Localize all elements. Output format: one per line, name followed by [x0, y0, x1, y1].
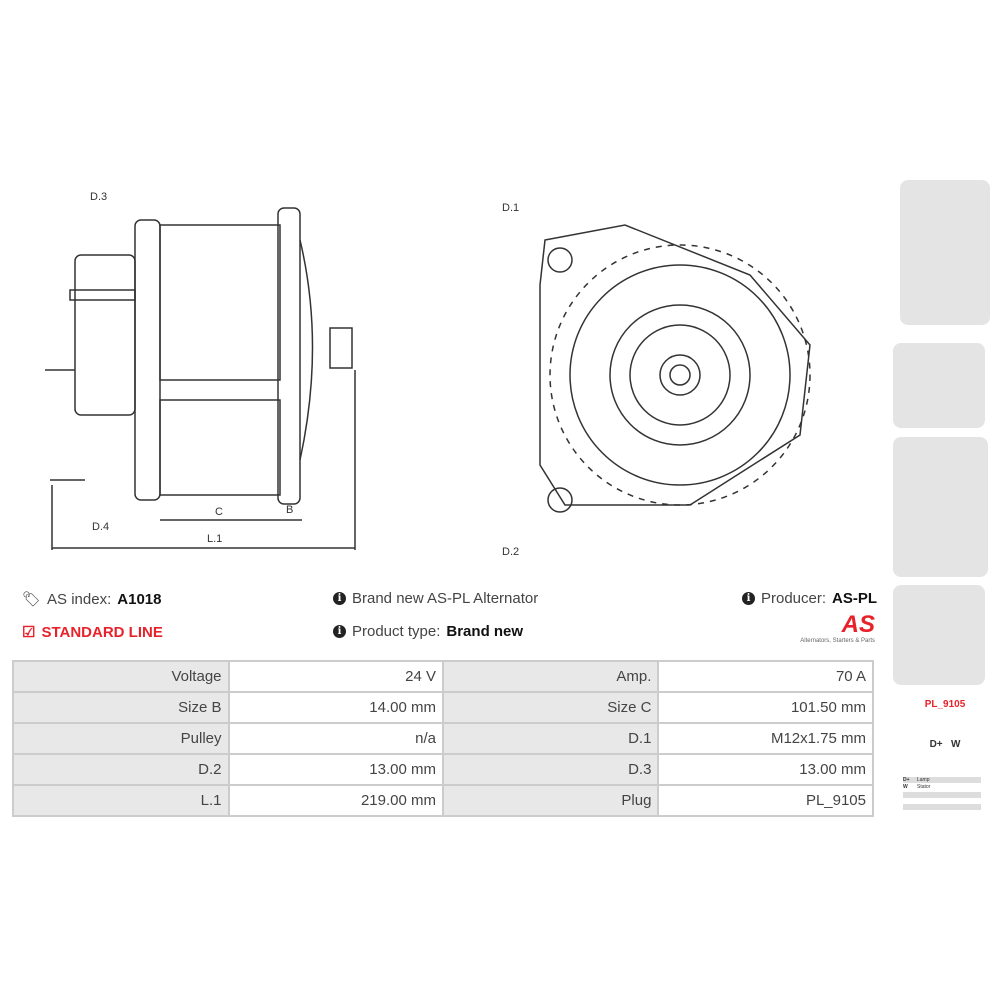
spec-label: Size B: [12, 691, 230, 724]
spec-value: PL_9105: [657, 784, 874, 817]
product-photo-rear[interactable]: [900, 180, 990, 325]
product-photo-side[interactable]: [893, 343, 985, 428]
spec-value: 101.50 mm: [657, 691, 874, 724]
svg-text:C: C: [215, 506, 223, 518]
spec-label: D.2: [12, 753, 230, 786]
spec-value: 24 V: [227, 660, 444, 693]
svg-text:D.1: D.1: [502, 202, 519, 214]
as-index: 🏷AS index:A1018: [22, 590, 162, 609]
spec-label: L.1: [12, 784, 230, 817]
spec-label: Size C: [441, 691, 660, 724]
spec-value: 13.00 mm: [657, 753, 874, 786]
spec-label: Voltage: [12, 660, 230, 693]
svg-text:D.4: D.4: [92, 521, 109, 533]
info-icon: i: [333, 625, 346, 638]
plug-name: PL_9105: [924, 699, 966, 710]
tags-icon: 🏷: [22, 591, 42, 608]
spec-label: Plug: [441, 784, 660, 817]
spec-value: M12x1.75 mm: [657, 722, 874, 755]
svg-text:D.2: D.2: [502, 546, 519, 558]
spec-value: n/a: [227, 722, 444, 755]
product-photo-angle[interactable]: [893, 585, 985, 685]
check-square-icon: ☑: [22, 624, 36, 641]
product-photo-back[interactable]: [893, 437, 988, 577]
spec-value: 13.00 mm: [227, 753, 444, 786]
info-icon: i: [742, 592, 755, 605]
spec-label: D.3: [441, 753, 660, 786]
spec-value: 14.00 mm: [227, 691, 444, 724]
svg-text:L.1: L.1: [207, 533, 222, 545]
plug-terminals: D+ W: [929, 739, 961, 750]
front-view-drawing: D.1 D.2: [502, 202, 811, 558]
spec-label: D.1: [441, 722, 660, 755]
spec-value: 70 A: [657, 660, 874, 693]
as-logo: AS Alternators, Starters & Parts: [800, 611, 875, 645]
line-badge: ☑STANDARD LINE: [22, 623, 163, 642]
spec-label: Pulley: [12, 722, 230, 755]
svg-text:B: B: [286, 504, 293, 516]
svg-text:D.3: D.3: [90, 191, 107, 203]
side-view-drawing: D.3 D.4 C B L.1: [45, 191, 356, 550]
spec-label: Amp.: [441, 660, 660, 693]
spec-value: 219.00 mm: [227, 784, 444, 817]
info-icon: i: [333, 592, 346, 605]
